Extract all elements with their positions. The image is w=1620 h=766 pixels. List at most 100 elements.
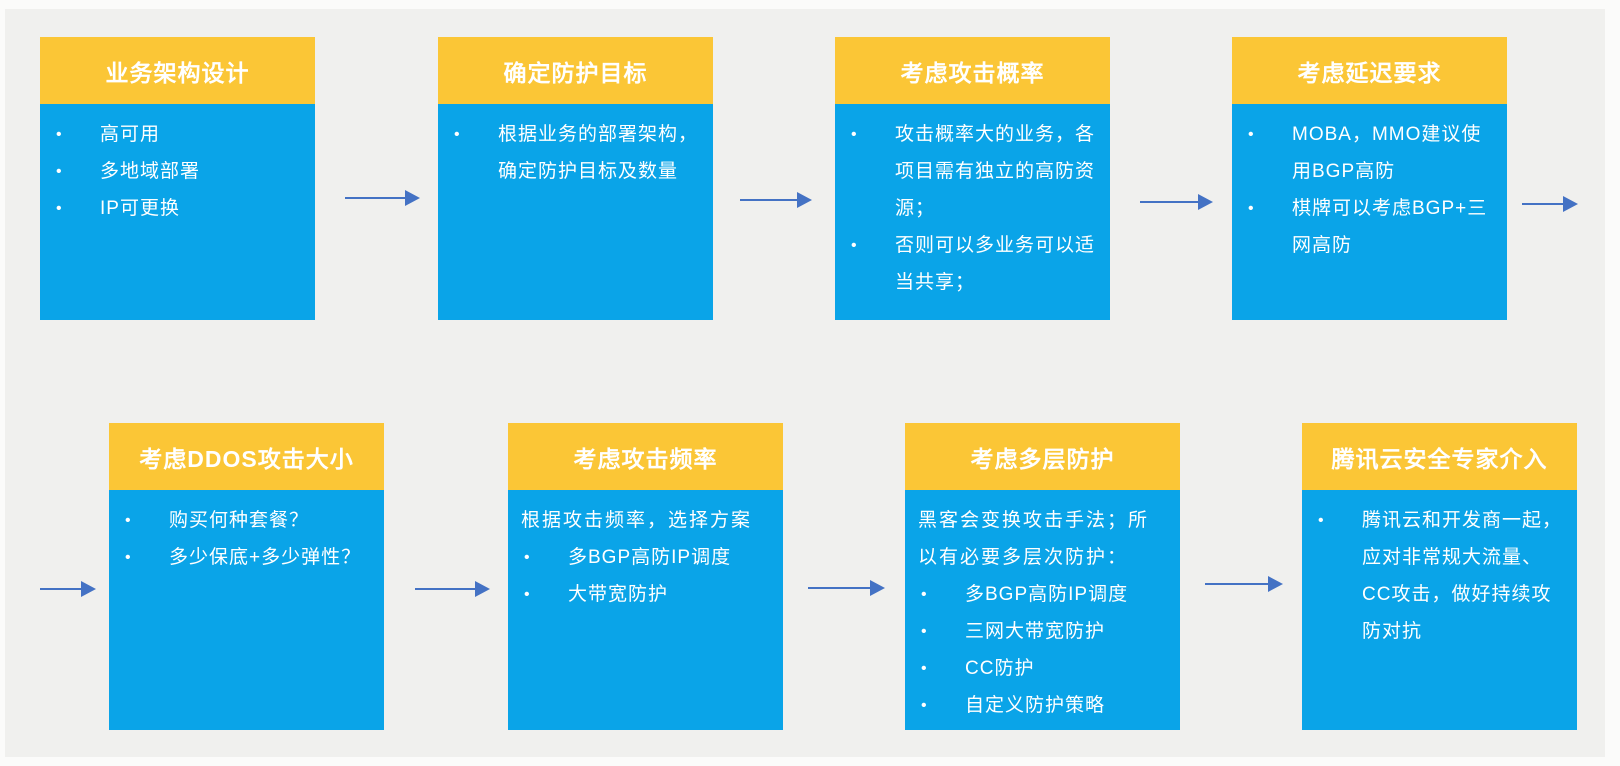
flow-arrow-icon [415, 581, 490, 597]
flow-step-title: 业务架构设计 [40, 37, 315, 104]
list-item: • 多地域部署 [40, 153, 301, 190]
flow-arrow-icon [740, 192, 812, 208]
arrow-head [1268, 576, 1283, 592]
flow-arrow-icon [808, 580, 885, 596]
bullet-text: 多BGP高防IP调度 [568, 547, 732, 568]
flow-step-body: • 高可用 • 多地域部署 • IP可更换 [40, 104, 315, 320]
flow-step-ddos-attack-size: 考虑DDOS攻击大小 • 购买何种套餐？ • 多少保底+多少弹性？ [109, 423, 384, 730]
flow-step-business-architecture: 业务架构设计 • 高可用 • 多地域部署 • IP可更换 [40, 37, 315, 320]
flow-arrow-icon [1205, 576, 1283, 592]
arrow-head [1198, 194, 1213, 210]
flow-step-body: 黑客会变换攻击手法；所以有必要多层次防护： • 多BGP高防IP调度 • 三网大带宽… [905, 490, 1180, 730]
bullet-icon: • [851, 237, 858, 254]
flow-step-title: 考虑攻击频率 [508, 423, 783, 490]
flow-step-title: 考虑攻击概率 [835, 37, 1110, 104]
flow-step-latency-requirement: 考虑延迟要求 • MOBA，MMO建议使用BGP高防 • 棋牌可以考虑BGP+三网高… [1232, 37, 1507, 320]
arrow-line [808, 587, 870, 589]
bullet-text: 购买何种套餐？ [169, 510, 310, 531]
arrow-head [1563, 196, 1578, 212]
list-item: • MOBA，MMO建议使用BGP高防 [1232, 116, 1493, 190]
arrow-head [81, 581, 96, 597]
arrow-line [1522, 203, 1563, 205]
list-item: • 三网大带宽防护 [905, 613, 1166, 650]
bullet-icon: • [851, 126, 858, 143]
bullet-icon: • [56, 163, 63, 180]
flow-step-title: 考虑DDOS攻击大小 [109, 423, 384, 490]
bullet-icon: • [524, 549, 531, 566]
bullet-icon: • [1318, 512, 1325, 529]
list-item: • 自定义防护策略 [905, 687, 1166, 724]
flow-arrow-icon [345, 190, 420, 206]
bullet-icon: • [524, 586, 531, 603]
list-item: • 多BGP高防IP调度 [508, 539, 769, 576]
list-item: • 棋牌可以考虑BGP+三网高防 [1232, 190, 1493, 264]
flow-step-body: 根据攻击频率，选择方案 • 多BGP高防IP调度 • 大带宽防护 [508, 490, 783, 730]
flow-step-multilayer-protection: 考虑多层防护 黑客会变换攻击手法；所以有必要多层次防护： • 多BGP高防IP调度… [905, 423, 1180, 730]
flow-arrow-icon [1140, 194, 1213, 210]
list-item: • IP可更换 [40, 190, 301, 227]
bullet-text: 根据业务的部署架构，确定防护目标及数量 [498, 124, 699, 182]
bullet-icon: • [56, 126, 63, 143]
flow-step-protection-target: 确定防护目标 • 根据业务的部署架构，确定防护目标及数量 [438, 37, 713, 320]
list-item: • 多少保底+多少弹性？ [109, 539, 370, 576]
arrow-line [40, 588, 81, 590]
bullet-icon: • [1248, 126, 1255, 143]
list-item: • 根据业务的部署架构，确定防护目标及数量 [438, 116, 699, 190]
flow-step-body: • MOBA，MMO建议使用BGP高防 • 棋牌可以考虑BGP+三网高防 [1232, 104, 1507, 320]
flow-arrow-icon [40, 581, 96, 597]
flow-step-title: 考虑延迟要求 [1232, 37, 1507, 104]
flow-step-body: • 购买何种套餐？ • 多少保底+多少弹性？ [109, 490, 384, 730]
bullet-text: MOBA，MMO建议使用BGP高防 [1292, 124, 1482, 182]
bullet-text: 大带宽防护 [568, 584, 669, 605]
bullet-text: 否则可以多业务可以适当共享； [895, 235, 1096, 293]
bullet-icon: • [921, 697, 928, 714]
bullet-text: 高可用 [100, 124, 161, 145]
bullet-icon: • [454, 126, 461, 143]
list-item: • CC防护 [905, 650, 1166, 687]
bullet-text: 多BGP高防IP调度 [965, 584, 1129, 605]
bullet-text: 自定义防护策略 [965, 695, 1106, 716]
step-intro-text: 根据攻击频率，选择方案 [521, 510, 753, 531]
bullet-text: 多少保底+多少弹性？ [169, 547, 362, 568]
flow-step-body: • 腾讯云和开发商一起，应对非常规大流量、CC攻击，做好持续攻防对抗 [1302, 490, 1577, 730]
list-item: • 购买何种套餐？ [109, 502, 370, 539]
arrow-head [870, 580, 885, 596]
list-item: • 多BGP高防IP调度 [905, 576, 1166, 613]
bullet-icon: • [56, 200, 63, 217]
arrow-line [740, 199, 797, 201]
flow-step-attack-probability: 考虑攻击概率 • 攻击概率大的业务，各项目需有独立的高防资源； • 否则可以多业务可… [835, 37, 1110, 320]
arrow-line [345, 197, 405, 199]
arrow-head [405, 190, 420, 206]
flow-step-title: 考虑多层防护 [905, 423, 1180, 490]
bullet-text: 腾讯云和开发商一起，应对非常规大流量、CC攻击，做好持续攻防对抗 [1362, 510, 1563, 642]
bullet-text: IP可更换 [100, 198, 180, 219]
bullet-text: 多地域部署 [100, 161, 201, 182]
flow-step-tencent-security-experts: 腾讯云安全专家介入 • 腾讯云和开发商一起，应对非常规大流量、CC攻击，做好持续攻… [1302, 423, 1577, 730]
list-item: • 腾讯云和开发商一起，应对非常规大流量、CC攻击，做好持续攻防对抗 [1302, 502, 1563, 650]
list-item: • 攻击概率大的业务，各项目需有独立的高防资源； [835, 116, 1096, 227]
flow-step-title: 确定防护目标 [438, 37, 713, 104]
flow-step-body: • 攻击概率大的业务，各项目需有独立的高防资源； • 否则可以多业务可以适当共享； [835, 104, 1110, 320]
bullet-icon: • [1248, 200, 1255, 217]
arrow-line [1140, 201, 1198, 203]
bullet-text: CC防护 [965, 658, 1035, 679]
flow-step-title: 腾讯云安全专家介入 [1302, 423, 1577, 490]
bullet-text: 三网大带宽防护 [965, 621, 1106, 642]
bullet-icon: • [125, 549, 132, 566]
list-item: • 否则可以多业务可以适当共享； [835, 227, 1096, 301]
bullet-icon: • [125, 512, 132, 529]
bullet-icon: • [921, 586, 928, 603]
bullet-icon: • [921, 660, 928, 677]
arrow-line [1205, 583, 1268, 585]
bullet-text: 攻击概率大的业务，各项目需有独立的高防资源； [895, 124, 1096, 219]
list-item: • 高可用 [40, 116, 301, 153]
arrow-head [797, 192, 812, 208]
bullet-text: 棋牌可以考虑BGP+三网高防 [1292, 198, 1488, 256]
bullet-icon: • [921, 623, 928, 640]
flow-step-attack-frequency: 考虑攻击频率 根据攻击频率，选择方案 • 多BGP高防IP调度 • 大带宽防护 [508, 423, 783, 730]
list-item: • 大带宽防护 [508, 576, 769, 613]
step-intro-text: 黑客会变换攻击手法；所以有必要多层次防护： [918, 510, 1150, 568]
arrow-head [475, 581, 490, 597]
flow-step-body: • 根据业务的部署架构，确定防护目标及数量 [438, 104, 713, 320]
